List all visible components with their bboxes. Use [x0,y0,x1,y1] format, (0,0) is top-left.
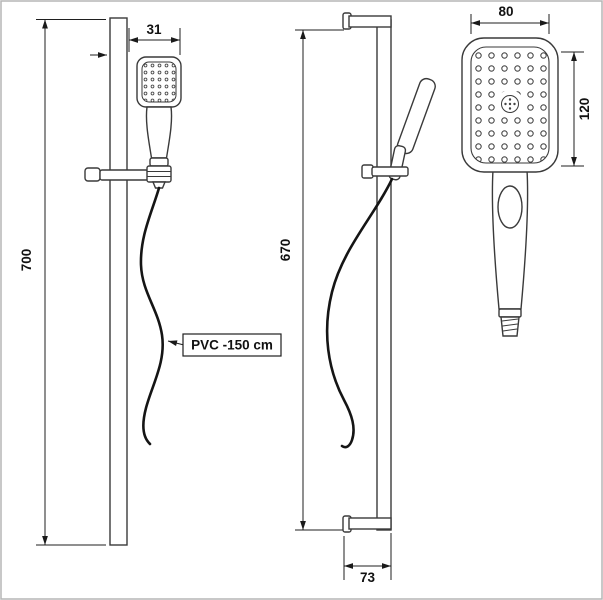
dim-700-label: 700 [19,249,34,272]
hand-shower-front [136,56,182,189]
hose-callout: PVC -150 cm [167,333,282,357]
hose-label-box [182,333,282,357]
dim-670-label: 670 [278,239,293,262]
center-jet-dot [508,98,512,101]
thread-ridge [501,318,519,322]
top-bracket-arm [348,15,392,28]
side-view: 670 73 [278,12,436,585]
bracket-knob [84,167,101,182]
center-jet-dot [508,107,512,110]
handle-oval [497,185,523,229]
dimension-face-height-120: 120 [561,51,592,167]
handle-neck [149,157,169,167]
center-jet-dot [508,102,512,106]
dim-31-label: 31 [146,22,162,37]
holder-cup [146,165,172,183]
bottom-bracket-arm [348,517,392,530]
slider-bracket [84,167,149,182]
callout-leader-arrow [167,340,185,346]
dim-120-label: 120 [577,98,592,121]
thread-ridge [502,323,518,327]
thread-connector [500,316,520,337]
dimension-head-width-80: 80 [470,4,550,34]
bracket-arm [371,166,409,177]
center-jet-dot [513,102,516,106]
slider-bracket-side [361,164,409,179]
dimension-rail-span: 670 [278,29,344,531]
dimension-rail-height: 700 [19,19,106,546]
center-jet [501,95,519,113]
dimension-bracket-depth: 73 [343,533,392,585]
shower-hose [139,186,165,446]
bracket-arm [99,169,149,181]
dim-73-label: 73 [360,570,376,585]
shower-rail [109,17,128,546]
front-view: 700 31 [19,17,282,546]
dimension-head-width: 31 [90,22,181,58]
handset-detail-view: 80 120 [461,4,592,337]
dim-80-label: 80 [498,4,513,19]
handle [145,106,173,159]
thread-ridge [502,328,518,332]
rail-profile [376,19,392,531]
shower-hose-side [325,177,394,449]
hose-nut [498,308,522,318]
hose-label: PVC -150 cm [191,338,273,353]
handset-body [461,37,559,337]
spray-face-small [141,61,177,103]
center-jet-dot [504,102,507,106]
hose-coupler [151,181,167,189]
